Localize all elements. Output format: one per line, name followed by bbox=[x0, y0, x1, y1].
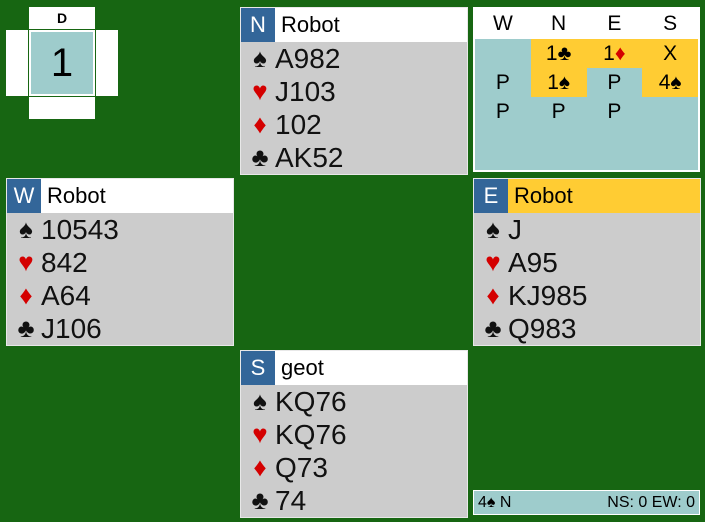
bid-cell: P bbox=[495, 71, 510, 94]
suit-row-diamonds[interactable]: ♦ KJ985 bbox=[474, 279, 700, 312]
suit-row-hearts[interactable]: ♥KQ76 bbox=[241, 418, 467, 451]
cards-clubs: AK52 bbox=[275, 141, 344, 173]
cards-hearts: 842 bbox=[41, 246, 88, 278]
hand-header: E Robot bbox=[474, 179, 700, 213]
cards-clubs: 74 bbox=[275, 484, 307, 516]
diamonds-icon: ♦ bbox=[253, 109, 267, 139]
bid-cell: P bbox=[607, 100, 622, 123]
suit-row-clubs[interactable]: ♣AK52 bbox=[241, 141, 467, 174]
spades-icon: ♠ bbox=[253, 386, 267, 416]
suit-row-diamonds[interactable]: ♦ 102 bbox=[241, 108, 467, 141]
bid-cell bbox=[642, 97, 698, 126]
contract: 4♠ N bbox=[478, 493, 512, 511]
bid-cell: 4♠ bbox=[642, 68, 698, 97]
diamonds-icon: ♦ bbox=[486, 280, 500, 310]
bid-cell: P bbox=[607, 71, 622, 94]
suit-row-spades[interactable]: ♠ KQ76 bbox=[241, 385, 467, 418]
suit-row-clubs[interactable]: ♣74 bbox=[241, 484, 467, 517]
cards-clubs: J106 bbox=[41, 312, 102, 344]
clubs-icon: ♣ bbox=[17, 313, 35, 343]
spades-icon: ♠ bbox=[486, 214, 500, 244]
clubs-icon: ♣ bbox=[251, 485, 269, 515]
bidding-row: 1♣1♦X bbox=[475, 39, 698, 68]
suit-row-spades[interactable]: ♠ 10543 bbox=[7, 213, 233, 246]
bidding-header: N bbox=[551, 12, 567, 35]
dealer-indicator-left bbox=[6, 30, 28, 96]
cards-diamonds: KJ985 bbox=[508, 279, 588, 311]
cards-spades: KQ76 bbox=[275, 385, 347, 417]
suit-row-spades[interactable]: ♠J bbox=[474, 213, 700, 246]
bidding-header: E bbox=[607, 12, 622, 35]
diamonds-icon: ♦ bbox=[253, 452, 267, 482]
suit-row-diamonds[interactable]: ♦ Q73 bbox=[241, 451, 467, 484]
suit-row-diamonds[interactable]: ♦ A64 bbox=[7, 279, 233, 312]
cards-diamonds: Q73 bbox=[275, 451, 328, 483]
spades-icon: ♠ bbox=[19, 214, 33, 244]
seat-badge: N bbox=[241, 8, 275, 42]
hearts-icon: ♥ bbox=[252, 419, 268, 449]
diamonds-icon: ♦ bbox=[19, 280, 33, 310]
suit-row-hearts[interactable]: ♥J103 bbox=[241, 75, 467, 108]
bidding-header: W bbox=[492, 12, 513, 35]
clubs-icon: ♣ bbox=[484, 313, 502, 343]
suit-row-clubs[interactable]: ♣J106 bbox=[7, 312, 233, 345]
score: NS: 0 EW: 0 bbox=[607, 493, 695, 511]
cards-hearts: KQ76 bbox=[275, 418, 347, 450]
hand-east: E Robot♠J♥A95♦KJ985♣Q983 bbox=[473, 178, 701, 346]
suit-row-hearts[interactable]: ♥842 bbox=[7, 246, 233, 279]
cards-hearts: A95 bbox=[508, 246, 558, 278]
bid-cell: 1♣ bbox=[530, 39, 587, 68]
hearts-icon: ♥ bbox=[18, 247, 34, 277]
cards-hearts: J103 bbox=[275, 75, 336, 107]
bidding-header: S bbox=[663, 12, 678, 35]
hand-west: W Robot♠10543♥842♦A64♣J106 bbox=[6, 178, 234, 346]
cards-spades: A982 bbox=[275, 42, 341, 74]
spades-icon: ♠ bbox=[253, 43, 267, 73]
player-name: Robot bbox=[514, 183, 573, 208]
bid-cell: 1♠ bbox=[530, 68, 587, 97]
cards-diamonds: A64 bbox=[41, 279, 91, 311]
seat-badge: W bbox=[7, 179, 41, 213]
player-name: Robot bbox=[47, 183, 106, 208]
cards-spades: J bbox=[508, 213, 522, 245]
bid-cell bbox=[475, 39, 531, 68]
bidding-row: P 1♠ P 4♠ bbox=[475, 68, 698, 97]
status-bar: 4♠ N NS: 0 EW: 0 bbox=[473, 490, 700, 515]
bid-cell: P bbox=[495, 100, 510, 123]
dealer-indicator-top: D bbox=[29, 7, 95, 29]
cards-clubs: Q983 bbox=[508, 312, 577, 344]
hand-north: N Robot♠A982♥J103♦102♣AK52 bbox=[240, 7, 468, 175]
clubs-icon: ♣ bbox=[251, 142, 269, 172]
suit-row-clubs[interactable]: ♣Q983 bbox=[474, 312, 700, 345]
player-name: Robot bbox=[281, 12, 340, 37]
seat-badge: S bbox=[241, 351, 275, 385]
suit-row-spades[interactable]: ♠ A982 bbox=[241, 42, 467, 75]
hand-header: W Robot bbox=[7, 179, 233, 213]
dealer-indicator-right bbox=[96, 30, 118, 96]
hand-header: N Robot bbox=[241, 8, 467, 42]
bid-cell: 1♦ bbox=[586, 39, 643, 68]
seat-badge: E bbox=[474, 179, 508, 213]
hand-south: S geot♠KQ76♥KQ76♦Q73♣74 bbox=[240, 350, 468, 518]
bid-cell: P bbox=[551, 100, 566, 123]
hearts-icon: ♥ bbox=[252, 76, 268, 106]
dealer-indicator-bottom bbox=[29, 97, 95, 119]
player-name: geot bbox=[281, 355, 324, 380]
suit-row-hearts[interactable]: ♥A95 bbox=[474, 246, 700, 279]
board-number: 1 bbox=[29, 30, 95, 96]
cards-spades: 10543 bbox=[41, 213, 119, 245]
cards-diamonds: 102 bbox=[275, 108, 322, 140]
hand-header: S geot bbox=[241, 351, 467, 385]
hearts-icon: ♥ bbox=[485, 247, 501, 277]
bid-cell: X bbox=[642, 39, 698, 68]
